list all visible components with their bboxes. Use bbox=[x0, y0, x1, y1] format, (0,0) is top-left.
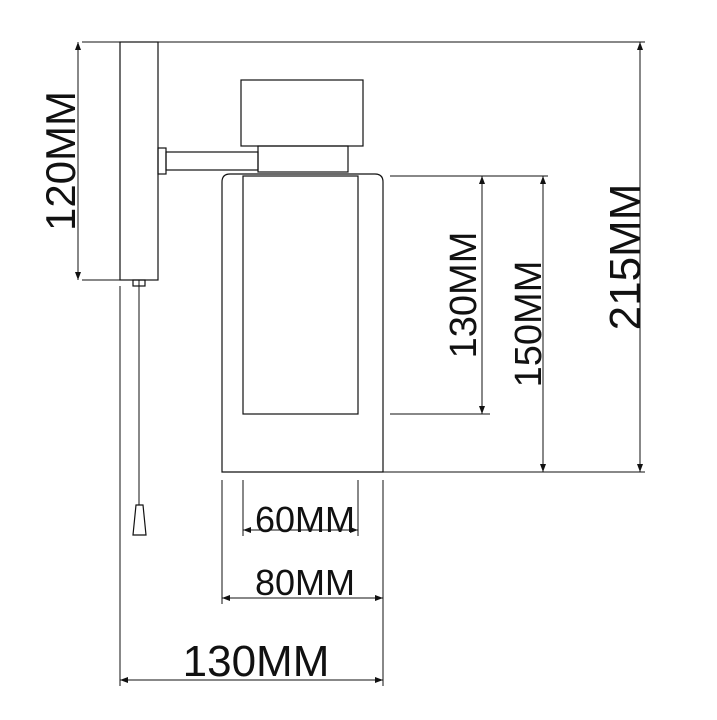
glass-shade-outer bbox=[221, 173, 384, 473]
lampholder-collar bbox=[257, 145, 349, 173]
total-projection-label: 130MM bbox=[183, 637, 330, 686]
lampholder-cap bbox=[240, 79, 364, 147]
pull-cord-toggle bbox=[132, 504, 147, 536]
glass-outer-height-label: 150MM bbox=[508, 261, 550, 388]
backplate-height-label: 120MM bbox=[37, 91, 84, 231]
glass-inner-width-label: 60MM bbox=[255, 499, 355, 540]
light-fixture bbox=[119, 41, 384, 536]
glass-outer-width-label: 80MM bbox=[255, 562, 355, 603]
dimension-arrowheads bbox=[75, 42, 643, 683]
total-height-label: 215MM bbox=[601, 184, 650, 331]
pull-cord-socket bbox=[132, 279, 146, 287]
arm-stub bbox=[157, 147, 167, 175]
wall-backplate bbox=[119, 41, 159, 281]
glass-inner-height-label: 130MM bbox=[443, 232, 485, 359]
arm bbox=[165, 151, 259, 171]
glass-shade-inner bbox=[242, 175, 359, 415]
dimension-lines bbox=[77, 41, 645, 686]
